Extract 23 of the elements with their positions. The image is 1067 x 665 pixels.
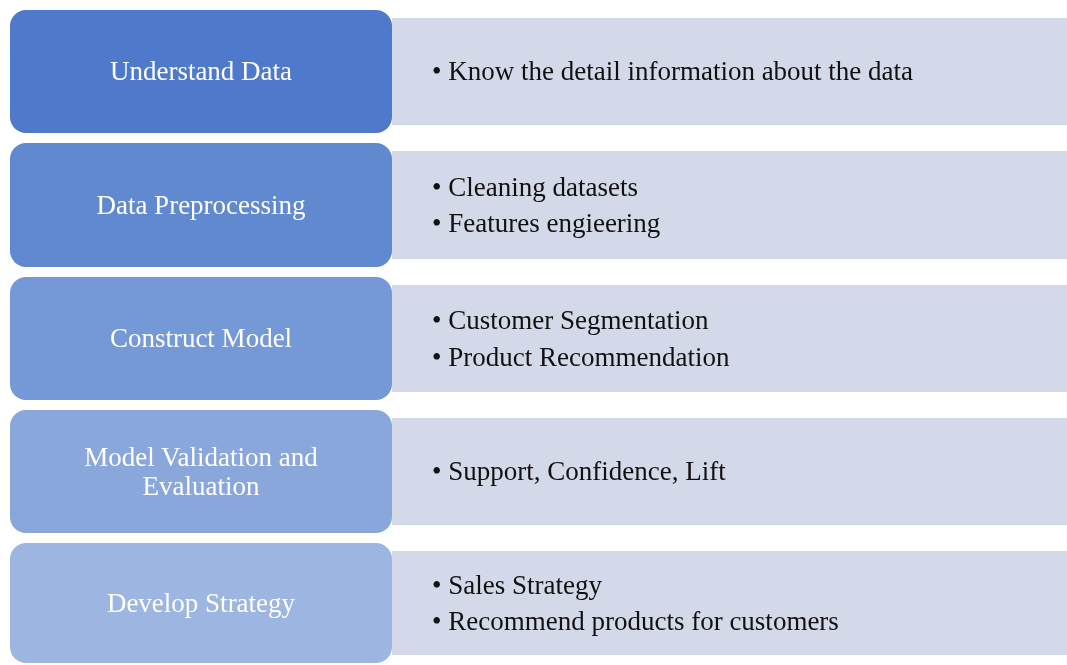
bullet-item: • Support, Confidence, Lift bbox=[432, 455, 727, 489]
detail-panel bbox=[392, 418, 1067, 525]
step-title: Model Validation and Evaluation bbox=[83, 443, 319, 500]
bullet-item: • Know the detail information about the data bbox=[432, 55, 915, 89]
bullet-item: • Features engieering bbox=[432, 207, 662, 240]
bullet-item: • Sales Strategy bbox=[432, 568, 603, 602]
bullet-item: • Cleaning datasets bbox=[432, 170, 639, 204]
detail-panel bbox=[392, 551, 1067, 655]
bullet-item: • Customer Segmentation bbox=[432, 304, 710, 338]
bullet-item: • Recommend products for customers bbox=[432, 605, 840, 638]
detail-panel bbox=[392, 18, 1067, 125]
step-box bbox=[10, 143, 392, 267]
step-title: Develop Strategy bbox=[106, 588, 296, 618]
step-title: Understand Data bbox=[109, 57, 293, 86]
step-title: Construct Model bbox=[109, 324, 293, 353]
step-box bbox=[10, 410, 392, 533]
step-box bbox=[10, 543, 392, 663]
step-box bbox=[10, 10, 392, 133]
detail-panel bbox=[392, 285, 1067, 392]
bullet-item: • Product Recommendation bbox=[432, 340, 731, 374]
step-title: Data Preprocessing bbox=[96, 190, 306, 220]
step-box bbox=[10, 277, 392, 400]
detail-panel bbox=[392, 151, 1067, 259]
